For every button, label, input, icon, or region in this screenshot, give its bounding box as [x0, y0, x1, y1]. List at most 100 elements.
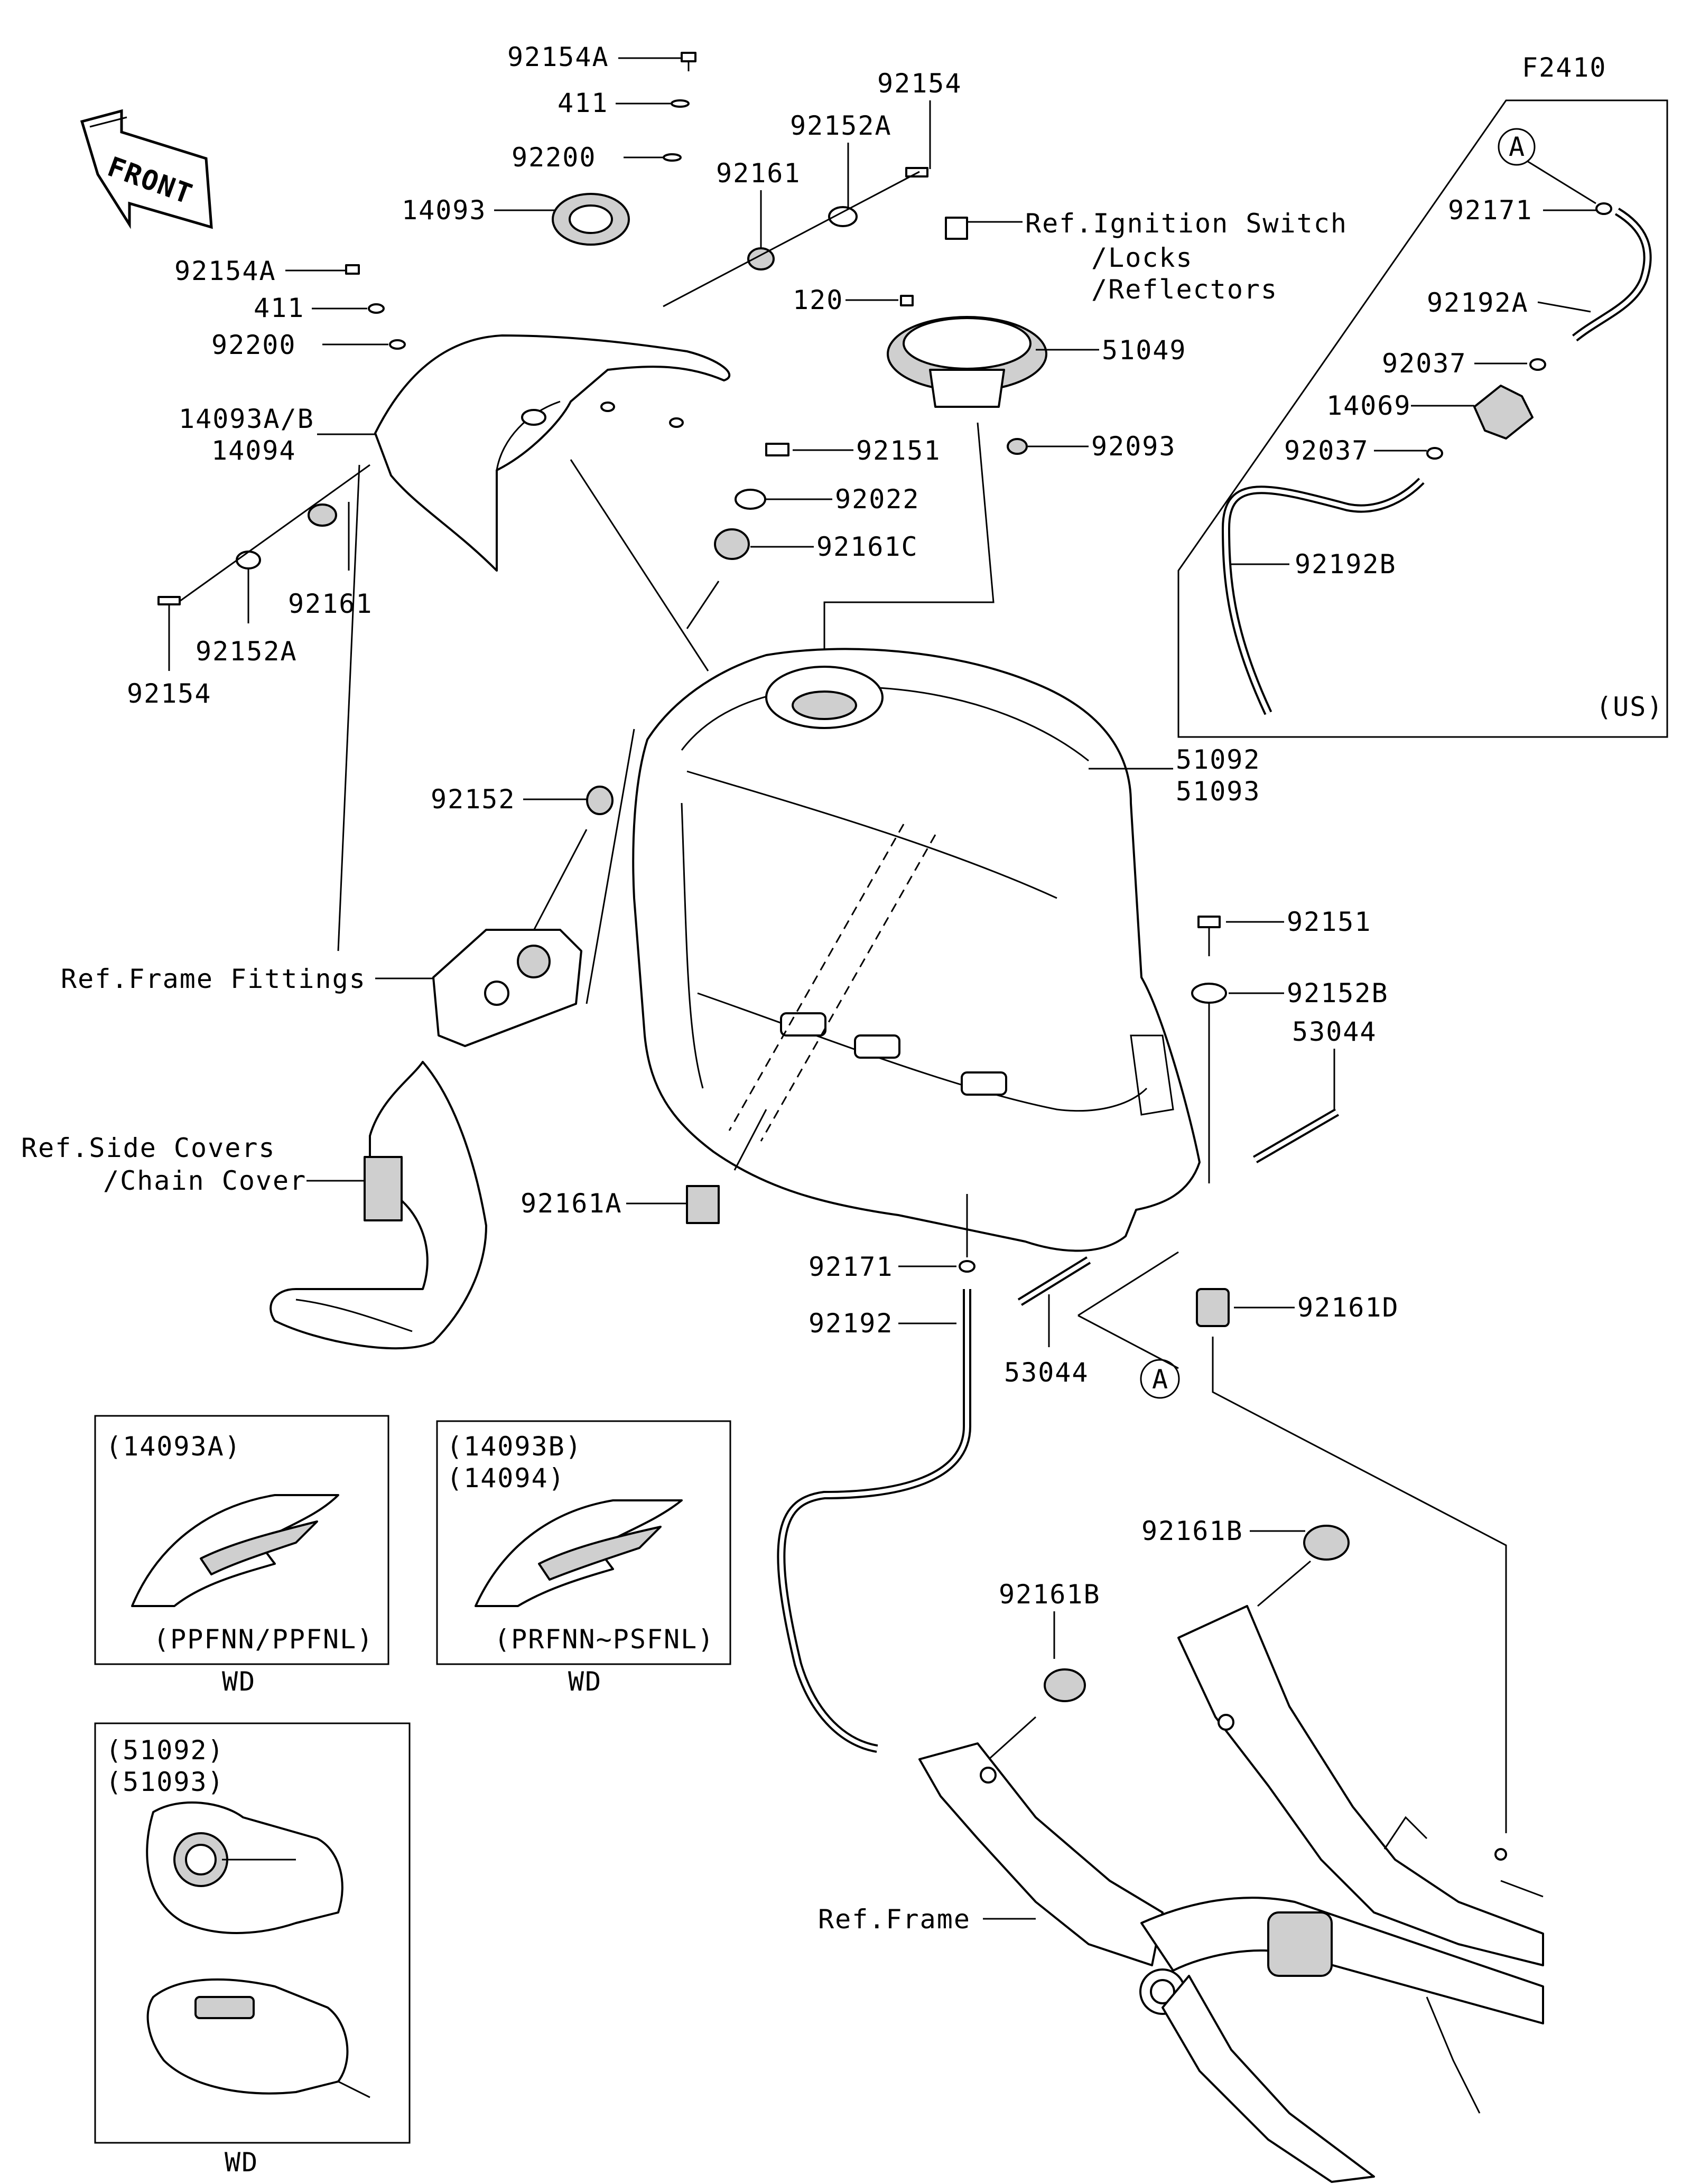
svg-text:92171: 92171	[809, 1252, 894, 1282]
svg-text:92161C: 92161C	[816, 531, 918, 562]
svg-text:92093: 92093	[1091, 431, 1176, 462]
label-92152A-top: 92152A	[790, 110, 892, 227]
svg-text:92192B: 92192B	[1295, 549, 1397, 580]
label-92161-left: 92161	[288, 502, 373, 619]
svg-text:14093: 14093	[402, 195, 487, 226]
svg-text:92200: 92200	[512, 142, 597, 173]
svg-text:Ref.Frame Fittings: Ref.Frame Fittings	[61, 964, 366, 994]
label-53044-right: 53044	[1252, 1016, 1377, 1163]
svg-text:92151: 92151	[1287, 907, 1372, 937]
label-92192: 92192	[777, 1289, 971, 1753]
svg-text:(US): (US)	[1596, 692, 1664, 722]
svg-text:92152: 92152	[431, 784, 516, 815]
svg-text:Ref.Ignition Switch: Ref.Ignition Switch	[1025, 208, 1348, 239]
svg-text:14093A/B: 14093A/B	[179, 404, 314, 434]
svg-text:92161A: 92161A	[521, 1188, 622, 1219]
svg-text:92161B: 92161B	[999, 1579, 1101, 1610]
label-92200-left: 92200	[211, 330, 406, 360]
svg-text:92200: 92200	[211, 330, 296, 360]
svg-text:/Reflectors: /Reflectors	[1091, 274, 1278, 305]
svg-text:51093: 51093	[1176, 776, 1261, 807]
callout-a-main: A	[1077, 1251, 1180, 1399]
svg-text:53044: 53044	[1004, 1357, 1089, 1388]
svg-text:92037: 92037	[1284, 435, 1369, 466]
inset-14093A: (14093A) (PPFNN/PPFNL) WD	[94, 1415, 389, 1697]
svg-text:(14094): (14094)	[447, 1463, 565, 1494]
svg-text:(PRFNN~PSFNL): (PRFNN~PSFNL)	[494, 1624, 714, 1655]
svg-text:A: A	[1509, 132, 1526, 162]
label-53044-mid: 53044	[1004, 1256, 1091, 1388]
svg-text:92161B: 92161B	[1141, 1516, 1243, 1546]
label-92152: 92152	[431, 784, 614, 815]
label-92200-top: 92200	[512, 142, 682, 173]
svg-text:14094: 14094	[211, 435, 296, 466]
label-92171-mid: 92171	[809, 1194, 975, 1282]
label-92154-top: 92154	[877, 68, 962, 178]
svg-text:Ref.Frame: Ref.Frame	[818, 1904, 971, 1935]
svg-text:92154: 92154	[127, 678, 212, 709]
label-92151-top: 92151	[765, 435, 941, 466]
label-92022: 92022	[735, 484, 919, 515]
svg-text:92152A: 92152A	[196, 636, 298, 667]
tank-side-shroud	[374, 334, 731, 572]
label-92161C: 92161C	[714, 528, 918, 562]
label-411-top: 411	[558, 88, 690, 118]
svg-text:WD: WD	[568, 1666, 602, 1697]
inset-14093B: (14093B) (14094) (PRFNN~PSFNL) WD	[436, 1420, 731, 1697]
svg-text:92161: 92161	[716, 158, 801, 189]
fuel-tank-51092	[632, 648, 1201, 1252]
label-92152A-left: 92152A	[196, 550, 298, 667]
label-92161B-b: 92161B	[982, 1579, 1101, 1766]
svg-text:Ref.Side Covers: Ref.Side Covers	[21, 1133, 276, 1163]
svg-text:51049: 51049	[1102, 335, 1187, 366]
svg-text:92151: 92151	[856, 435, 941, 466]
label-92154A-left: 92154A	[174, 256, 360, 286]
label-14093: 14093	[402, 193, 630, 246]
svg-text:WD: WD	[222, 1666, 256, 1697]
label-92152B: 92152B	[1191, 978, 1389, 1183]
svg-text:92154: 92154	[877, 68, 962, 99]
svg-text:WD: WD	[225, 2147, 258, 2178]
svg-text:92161D: 92161D	[1297, 1292, 1399, 1323]
frame-structure	[918, 1605, 1544, 2183]
svg-text:92154A: 92154A	[174, 256, 276, 286]
svg-text:92152A: 92152A	[790, 110, 892, 141]
label-92093: 92093	[1007, 431, 1176, 462]
svg-text:411: 411	[558, 88, 608, 118]
svg-text:(14093B): (14093B)	[447, 1431, 582, 1462]
fuel-cap-51049: 51049	[887, 316, 1187, 408]
label-92154A-top: 92154A	[507, 42, 696, 72]
svg-text:92037: 92037	[1382, 348, 1467, 379]
svg-text:(14093A): (14093A)	[106, 1431, 241, 1462]
label-92161A: 92161A	[521, 1109, 767, 1224]
svg-text:92161: 92161	[288, 589, 373, 619]
svg-text:(51092): (51092)	[106, 1735, 225, 1766]
label-92161-top: 92161	[716, 158, 801, 270]
label-92154-left: 92154	[127, 596, 212, 709]
label-ref-frame-fittings: Ref.Frame Fittings	[61, 929, 582, 1047]
svg-text:92152B: 92152B	[1287, 978, 1389, 1009]
svg-text:(51093): (51093)	[106, 1767, 225, 1797]
svg-text:92154A: 92154A	[507, 42, 609, 72]
label-92161B-a: 92161B	[1141, 1516, 1350, 1607]
svg-text:411: 411	[254, 293, 304, 323]
label-92151-right: 92151	[1197, 907, 1372, 956]
label-51092: 51092 51093	[1089, 744, 1261, 807]
label-ref-ignition-switch: Ref.Ignition Switch /Locks /Reflectors	[945, 208, 1348, 305]
svg-text:120: 120	[793, 285, 843, 315]
svg-text:51092: 51092	[1176, 744, 1261, 775]
svg-text:92171: 92171	[1448, 195, 1533, 226]
label-120: 120	[793, 285, 914, 315]
svg-text:14069: 14069	[1326, 390, 1411, 421]
label-ref-side-covers: Ref.Side Covers /Chain Cover	[21, 1061, 487, 1350]
svg-text:53044: 53044	[1292, 1016, 1377, 1047]
svg-text:92192A: 92192A	[1427, 287, 1529, 318]
svg-text:(PPFNN/PPFNL): (PPFNN/PPFNL)	[153, 1624, 374, 1655]
label-411-left: 411	[254, 293, 385, 323]
svg-text:A: A	[1152, 1364, 1169, 1395]
label-ref-frame: Ref.Frame	[818, 1904, 1036, 1935]
svg-text:/Chain Cover: /Chain Cover	[103, 1165, 306, 1196]
diagram-id: F2410	[1522, 52, 1607, 83]
